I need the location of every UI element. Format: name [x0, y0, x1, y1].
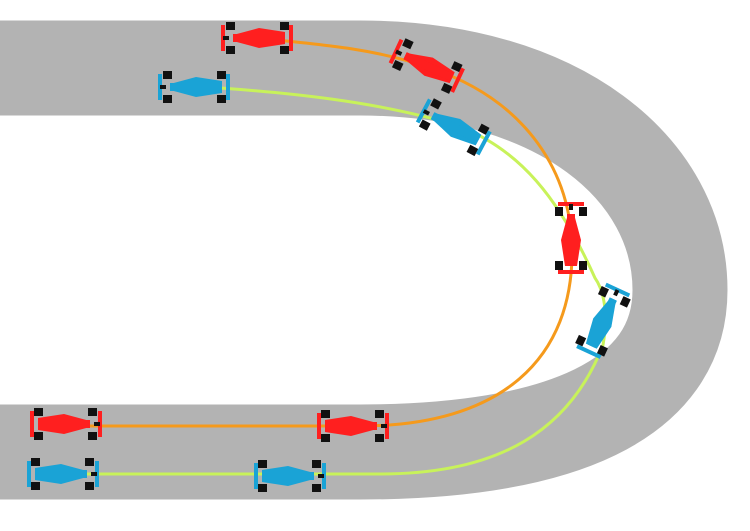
red-car-racing-line	[65, 36, 574, 428]
red-race-car-icon	[555, 202, 587, 274]
blue-car-racing-line	[65, 84, 607, 476]
race-track	[0, 20, 728, 500]
